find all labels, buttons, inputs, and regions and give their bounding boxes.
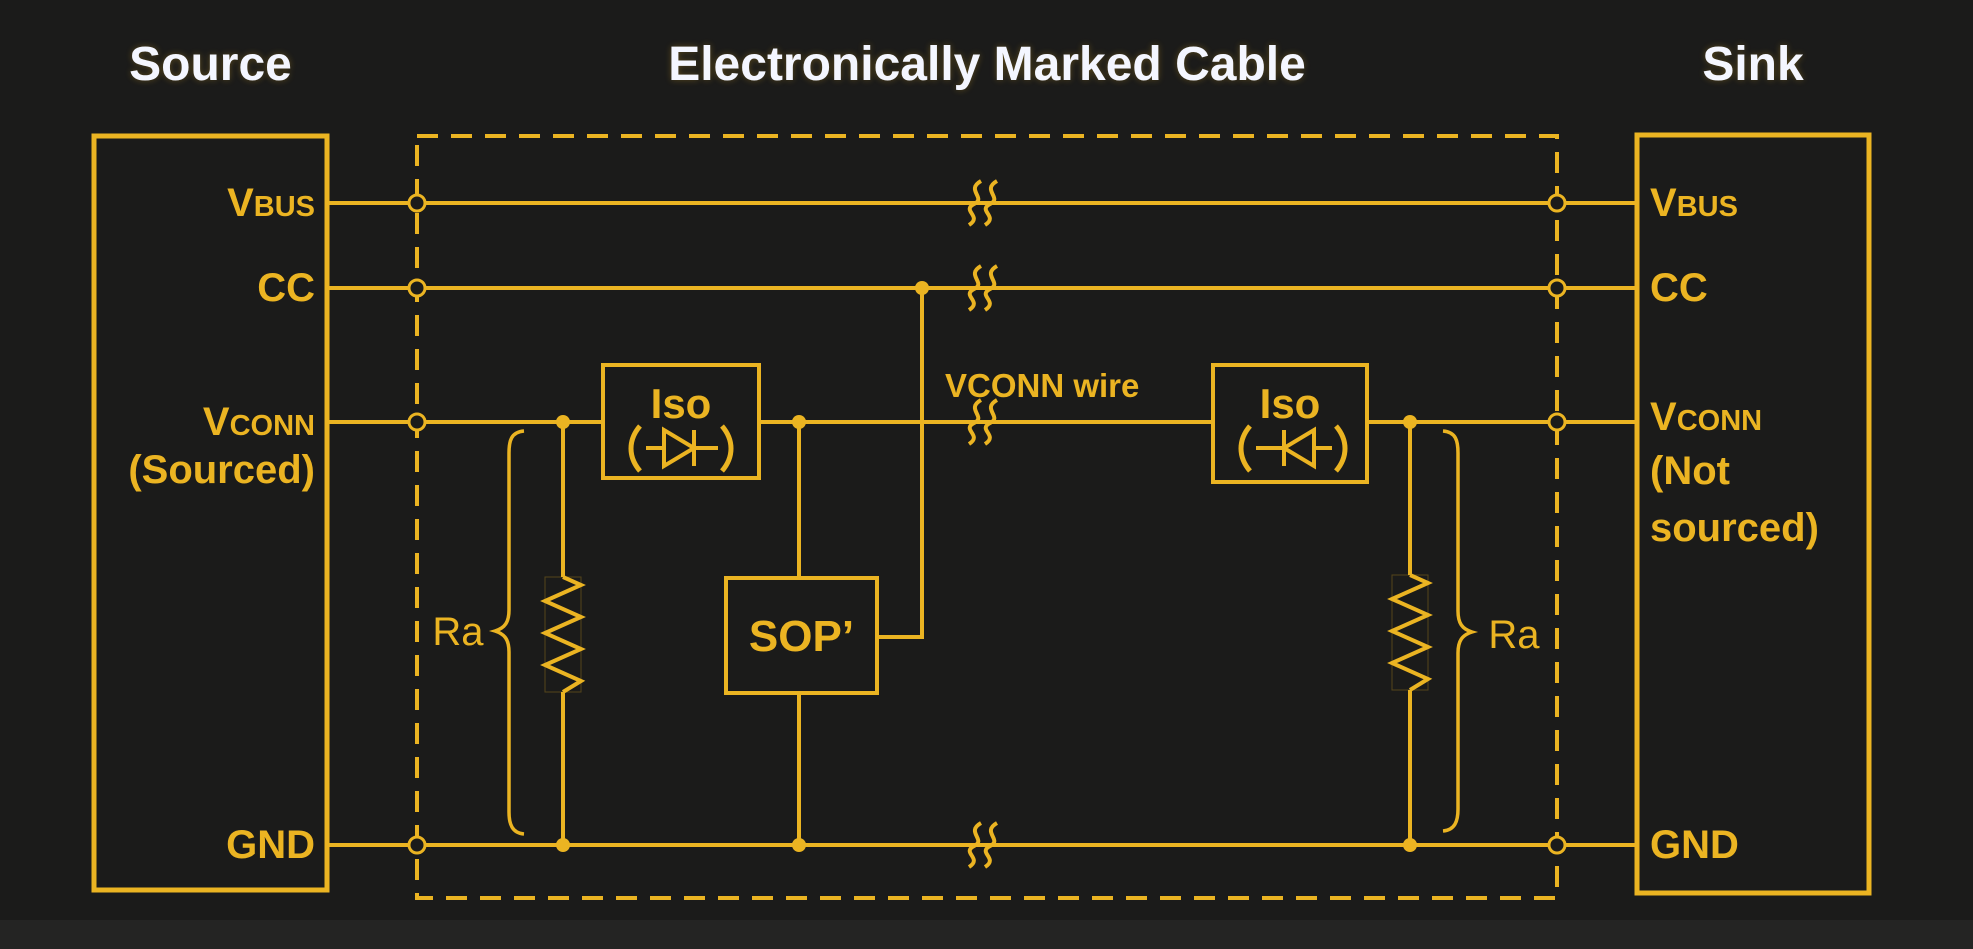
sink-vbus-label: VBUS bbox=[1650, 181, 1738, 225]
junction-dots bbox=[556, 281, 1417, 852]
wires bbox=[327, 201, 1637, 847]
cc-to-sop-connector bbox=[877, 288, 924, 639]
connector-rings bbox=[407, 193, 1567, 855]
iso-left-label: Iso bbox=[650, 380, 712, 427]
paren-open bbox=[628, 424, 642, 473]
sink-vconn-note-line1: (Not bbox=[1650, 449, 1730, 493]
paren-close bbox=[1334, 424, 1348, 473]
sop-label: SOP’ bbox=[748, 612, 855, 661]
source-cc-label: CC bbox=[257, 266, 315, 310]
source-gnd-label: GND bbox=[226, 823, 315, 867]
diode-triangle bbox=[1280, 426, 1316, 470]
wire-break-icons bbox=[967, 179, 999, 869]
resistor-icon-right bbox=[1387, 573, 1433, 692]
vconn-break-icon bbox=[967, 398, 999, 446]
vbus-break-icon bbox=[967, 179, 999, 227]
resistor-icon-left bbox=[540, 575, 586, 694]
gnd-break-icon bbox=[967, 821, 999, 869]
sink-box-outline bbox=[1634, 132, 1872, 896]
cc-break-icon bbox=[967, 264, 999, 312]
source-box-outline bbox=[91, 133, 330, 893]
ra-right-label: Ra bbox=[1488, 613, 1540, 657]
diode-triangle bbox=[662, 426, 698, 470]
brace-left-icon bbox=[488, 429, 525, 836]
source-title: Source bbox=[129, 38, 292, 91]
sink-title: Sink bbox=[1702, 38, 1804, 91]
bottom-strip bbox=[0, 920, 1973, 949]
connector-wires bbox=[561, 288, 1412, 845]
diode-left-icon bbox=[1238, 424, 1348, 473]
source-vbus-label: VBUS bbox=[227, 181, 315, 225]
ra-left-label: Ra bbox=[432, 610, 484, 654]
sop-box bbox=[724, 576, 879, 695]
paren-close bbox=[720, 424, 734, 473]
brace-right-icon bbox=[1442, 429, 1479, 833]
iso-left-box bbox=[601, 363, 761, 480]
sink-vconn-note-line2: sourced) bbox=[1650, 506, 1819, 550]
source-vconn-label: VCONN bbox=[202, 400, 315, 444]
cable-title: Electronically Marked Cable bbox=[668, 38, 1306, 91]
sink-cc-label: CC bbox=[1650, 266, 1708, 310]
sink-vconn-label: VCONN bbox=[1650, 395, 1763, 439]
iso-right-label: Iso bbox=[1259, 380, 1321, 427]
sink-gnd-label: GND bbox=[1650, 823, 1739, 867]
vconn-wire-label: VCONN wire bbox=[945, 367, 1140, 404]
iso-right-box bbox=[1211, 363, 1369, 484]
cable-dashed-outline bbox=[415, 134, 1559, 900]
paren-open bbox=[1238, 424, 1252, 473]
diode-right-icon bbox=[628, 424, 734, 473]
source-vconn-note: (Sourced) bbox=[128, 448, 315, 492]
